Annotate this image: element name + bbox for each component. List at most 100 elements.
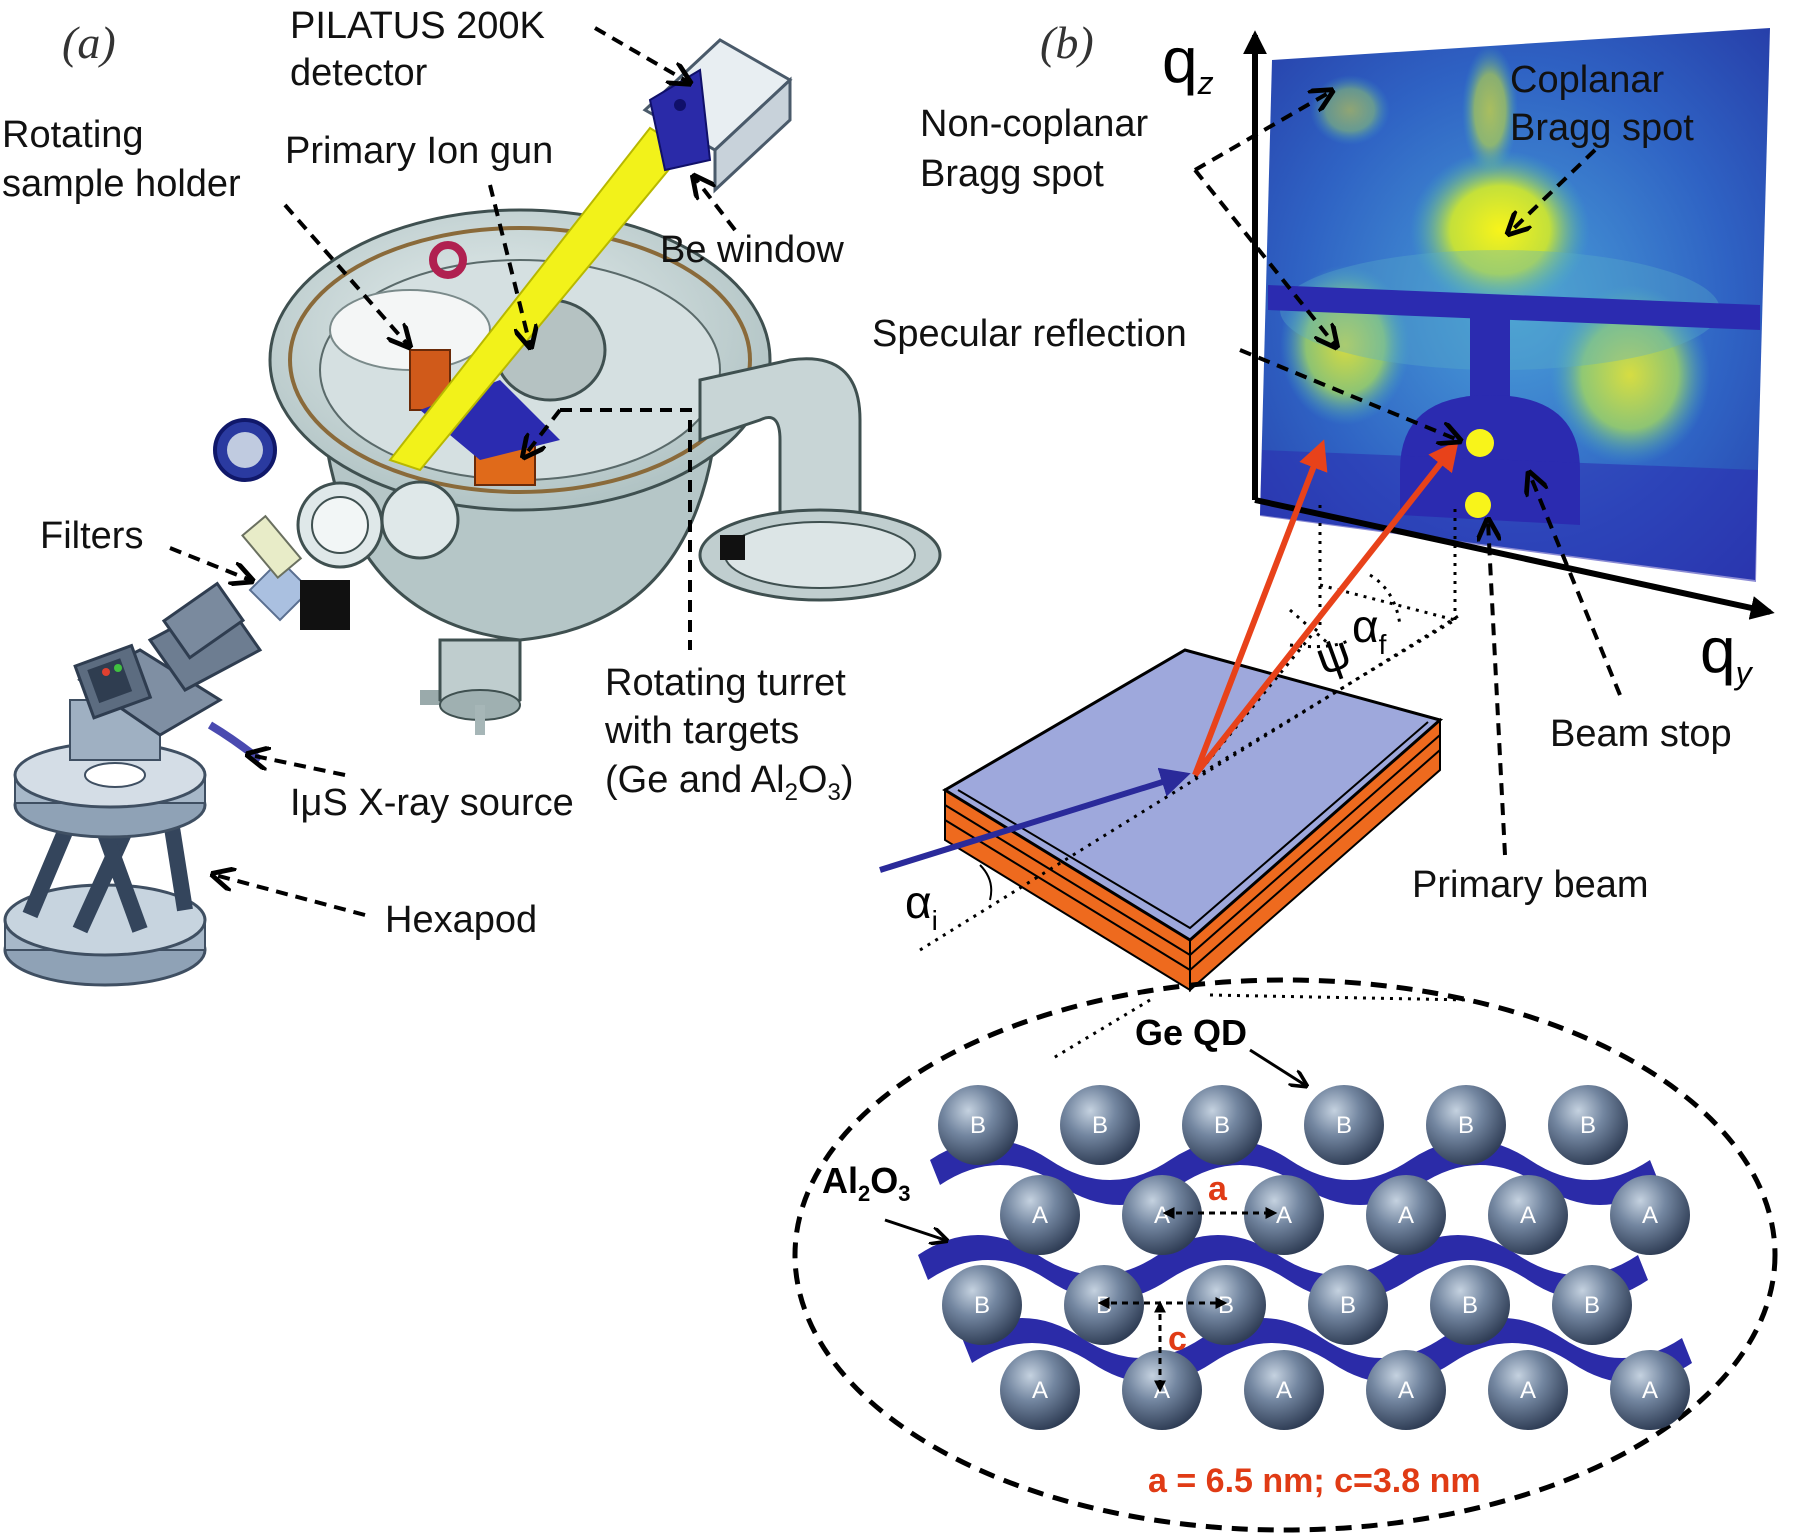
ge-qd-ball (1244, 1350, 1324, 1430)
hexapod-illustration (3, 699, 207, 987)
ge-qd-ball-label: B (1458, 1112, 1474, 1139)
svg-text:with targets: with targets (604, 710, 799, 752)
reciprocal-axes (1243, 30, 1775, 620)
filters-illustration (241, 514, 312, 622)
ge-qd-ball-label: B (1580, 1112, 1596, 1139)
ge-qd-ball-label: B (1218, 1292, 1234, 1319)
ge-qd-ball-label: A (1642, 1202, 1658, 1229)
reflected-beam-specular (1192, 439, 1328, 777)
panel-b-label: (b) (1040, 17, 1094, 68)
ge-qd-ball (1182, 1085, 1262, 1165)
panel-a-label: (a) (62, 17, 116, 68)
svg-text:IμS X-ray source: IμS X-ray source (290, 782, 574, 824)
svg-text:PILATUS 200K: PILATUS 200K (290, 5, 545, 47)
ge-qd-ball (1366, 1175, 1446, 1255)
ge-qd-ball-label: A (1398, 1377, 1414, 1404)
detector-illustration (642, 38, 793, 194)
ge-qd-ball-label: A (1032, 1377, 1048, 1404)
svg-text:Hexapod: Hexapod (385, 899, 537, 941)
ge-qd-ball-label: A (1642, 1377, 1658, 1404)
psi-label: ψ (1308, 625, 1357, 685)
sample-substrate (942, 648, 1444, 993)
ge-qd-label: Ge QD (1135, 1012, 1305, 1085)
specular-label: Specular reflection (872, 313, 1458, 440)
svg-text:Bragg spot: Bragg spot (920, 153, 1104, 195)
ge-qd-ball (1610, 1350, 1690, 1430)
ge-qd-ball-label: B (1214, 1112, 1230, 1139)
ge-qd-ball (1060, 1085, 1140, 1165)
ge-qd-ball (1430, 1265, 1510, 1345)
spacing-c-label: c (1168, 1320, 1187, 1358)
non-coplanar-label: Non-coplanar Bragg spot (920, 92, 1335, 345)
ge-qd-ball-label: A (1520, 1377, 1536, 1404)
ion-gun-label: Primary Ion gun (285, 130, 553, 345)
reflected-beam-scattered (1192, 440, 1459, 777)
svg-text:sample holder: sample holder (2, 163, 241, 205)
ge-qd-ball (1610, 1175, 1690, 1255)
ge-qd-ball (1244, 1175, 1324, 1255)
svg-text:qz: qz (1162, 24, 1214, 101)
svg-text:Bragg spot: Bragg spot (1510, 107, 1694, 149)
panel-b: (b) qz qy (792, 17, 1778, 1533)
ge-qd-ball (1122, 1175, 1202, 1255)
incident-beam (879, 767, 1191, 873)
hexapod-label: Hexapod (215, 875, 537, 941)
ge-qd-ball (938, 1085, 1018, 1165)
ge-qd-ball-label: B (1584, 1292, 1600, 1319)
qz-axis-label: qz (1162, 24, 1214, 101)
al2o3-label: Al2O3 (822, 1160, 945, 1240)
alpha-f-label: αf (1352, 600, 1387, 660)
svg-text:qy: qy (1700, 614, 1754, 691)
filters-label: Filters (40, 515, 250, 580)
qy-axis-label: qy (1700, 614, 1754, 691)
svg-text:Non-coplanar: Non-coplanar (920, 103, 1148, 145)
svg-text:Rotating turret: Rotating turret (605, 662, 846, 704)
ge-qd-ball-label: B (1092, 1112, 1108, 1139)
turret-label: Rotating turret with targets (Ge and Al2… (525, 408, 854, 806)
svg-text:Filters: Filters (40, 515, 143, 557)
svg-text:Coplanar: Coplanar (1510, 59, 1665, 101)
svg-text:(Ge and Al2O3): (Ge and Al2O3) (605, 759, 854, 806)
ge-qd-ball-label: A (1276, 1202, 1292, 1229)
ge-qd-ball (1488, 1175, 1568, 1255)
svg-text:αi: αi (905, 876, 938, 936)
xray-source-label: IμS X-ray source (250, 755, 574, 824)
ge-qd-ball (1000, 1350, 1080, 1430)
coplanar-label: Coplanar Bragg spot (1510, 59, 1694, 232)
lattice-caption: a = 6.5 nm; c=3.8 nm (1148, 1462, 1481, 1500)
spacing-a-label: a (1208, 1170, 1228, 1208)
svg-text:ψ: ψ (1308, 625, 1357, 685)
ge-qd-ball (1552, 1265, 1632, 1345)
svg-text:Specular reflection: Specular reflection (872, 313, 1187, 355)
svg-text:αf: αf (1352, 600, 1387, 660)
ge-qd-ball-label: B (1340, 1292, 1356, 1319)
svg-text:Be window: Be window (660, 229, 844, 271)
panel-a: (a) (2, 5, 942, 987)
primary-beam-label: Primary beam (1412, 522, 1649, 906)
ge-qd-ball (1308, 1265, 1388, 1345)
ge-qd-ball (1488, 1350, 1568, 1430)
ge-qd-ball (1000, 1175, 1080, 1255)
detector-label: PILATUS 200K detector (290, 5, 688, 94)
ge-qd-ball-label: A (1398, 1202, 1414, 1229)
ge-qd-ball (1366, 1350, 1446, 1430)
beam-stop-label: Beam stop (1530, 475, 1732, 755)
ge-qd-ball-label: B (1096, 1292, 1112, 1319)
detector-image (1260, 28, 1770, 582)
ge-qd-ball (942, 1265, 1022, 1345)
ge-qd-ball (1426, 1085, 1506, 1165)
sample-holder-label: Rotating sample holder (2, 114, 408, 345)
ge-qd-ball-label: B (970, 1112, 986, 1139)
svg-text:Ge QD: Ge QD (1135, 1012, 1247, 1053)
svg-text:Rotating: Rotating (2, 114, 144, 156)
ge-qd-ball-label: A (1154, 1377, 1170, 1404)
xray-source-illustration (73, 581, 263, 764)
ge-qd-ball-label: A (1154, 1202, 1170, 1229)
svg-text:Al2O3: Al2O3 (822, 1160, 911, 1206)
be-window-label: Be window (660, 178, 844, 271)
ge-qd-ball-label: A (1520, 1202, 1536, 1229)
vacuum-chamber-illustration (213, 208, 942, 735)
